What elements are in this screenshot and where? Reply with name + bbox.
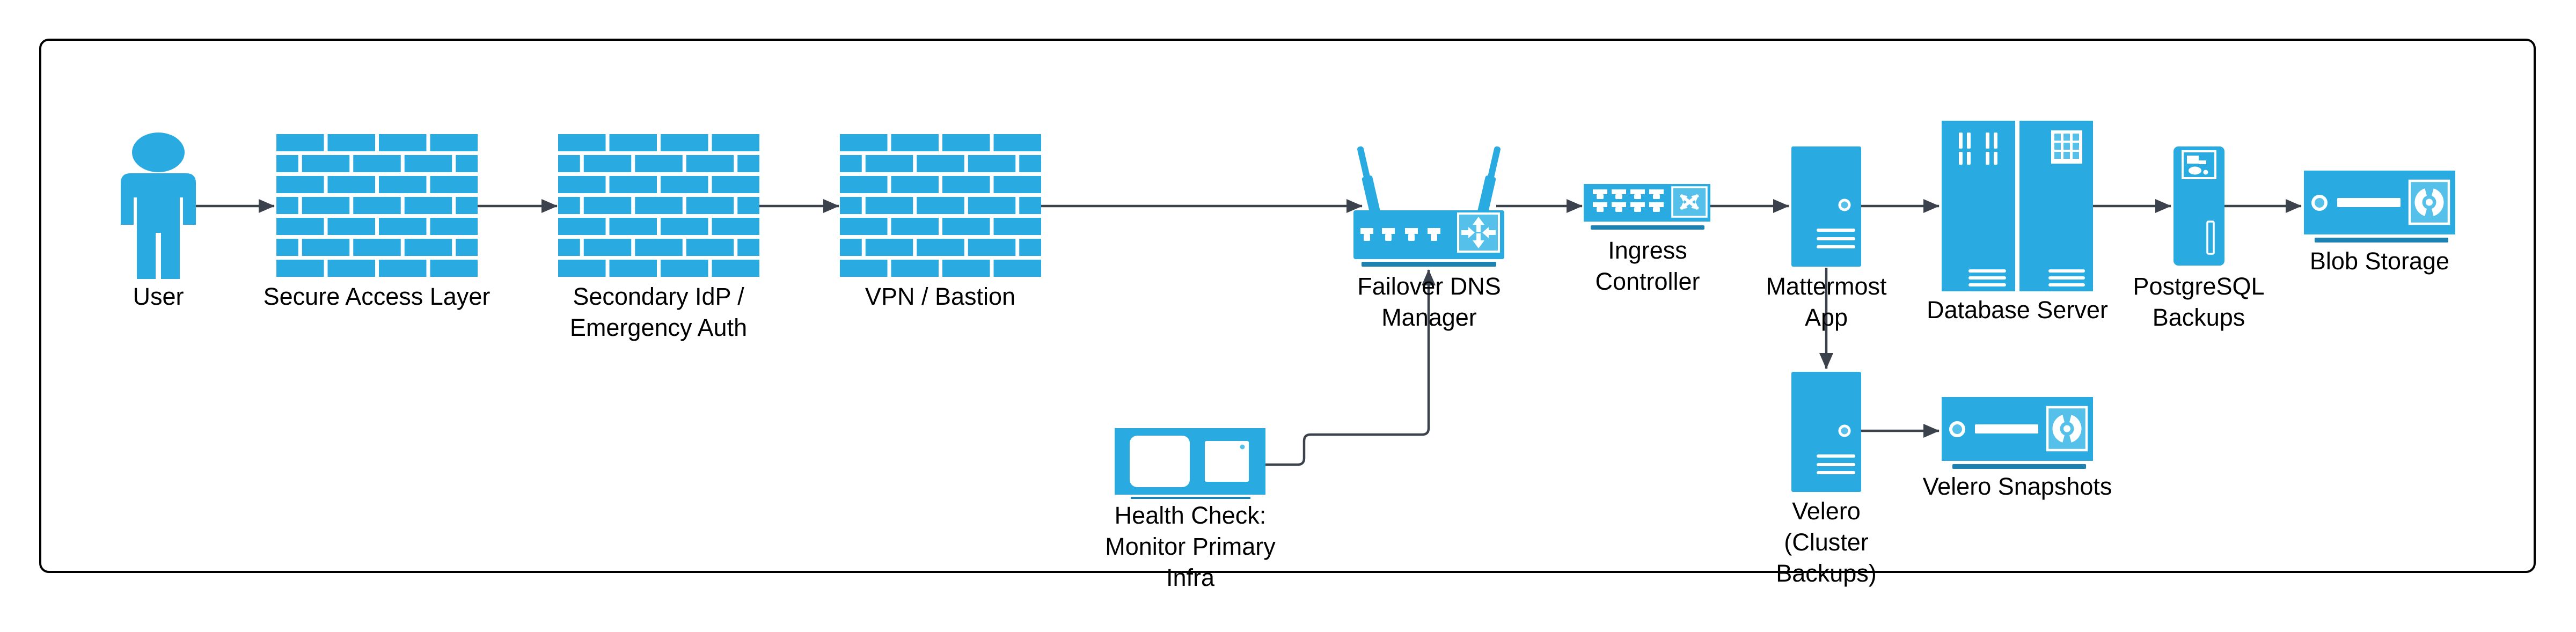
disk-emblem (2052, 414, 2082, 443)
rack-grid (2051, 130, 2082, 164)
label-line: Manager (1381, 304, 1477, 331)
node-velero-snapshots[interactable] (1942, 397, 2093, 473)
label-line: Failover DNS (1357, 273, 1501, 300)
node-vpn-bastion[interactable] (840, 134, 1041, 280)
firewall-icon (276, 134, 478, 277)
label-line: Health Check: (1114, 502, 1267, 529)
label-line: (Cluster (1784, 528, 1869, 556)
node-health-check-label: Health Check: Monitor Primary Infra (1105, 500, 1276, 593)
label-line: VPN / Bastion (865, 283, 1016, 310)
label-line: Ingress (1608, 237, 1687, 264)
label-line: PostgreSQL (2133, 273, 2265, 300)
rack-slots (1959, 133, 1997, 165)
router-ports (1360, 228, 1440, 241)
node-health-check[interactable] (1115, 428, 1265, 499)
node-secondary-idp[interactable] (558, 134, 759, 280)
label-line: Backups (2152, 304, 2245, 331)
wireless-router-icon (1353, 146, 1504, 267)
server-tower-icon (1791, 146, 1861, 267)
label-line: Infra (1166, 564, 1215, 591)
switch-ports (1593, 189, 1664, 212)
node-ingress-controller-label: Ingress Controller (1595, 235, 1700, 297)
node-database-server-label: Database Server (1927, 295, 2108, 326)
rack-vents (1968, 269, 2085, 286)
node-postgresql-backups-label: PostgreSQL Backups (2133, 271, 2264, 333)
firewall-icon (840, 134, 1041, 277)
diagram-border (39, 39, 2536, 573)
node-postgresql-backups[interactable] (2174, 146, 2224, 266)
node-velero-snapshots-label: Velero Snapshots (1923, 471, 2112, 502)
routing-arrows (1461, 217, 1496, 248)
node-ingress-controller[interactable] (1583, 182, 1712, 232)
label-line: App (1804, 304, 1848, 331)
node-secondary-idp-label: Secondary IdP / Emergency Auth (570, 281, 747, 343)
health-monitor-icon (1115, 428, 1265, 499)
label-line: Secondary IdP / (573, 283, 744, 310)
node-mattermost-app-label: Mattermost App (1766, 271, 1886, 333)
user-icon (121, 133, 196, 279)
label-line: Database Server (1927, 296, 2108, 324)
node-velero[interactable] (1791, 372, 1861, 493)
label-line: Velero Snapshots (1922, 473, 2112, 500)
backup-server-icon (2174, 146, 2224, 266)
label-line: Blob Storage (2309, 247, 2450, 275)
node-failover-dns-manager[interactable] (1352, 142, 1505, 268)
firewall-icon (558, 134, 759, 277)
node-database-server[interactable] (1942, 121, 2093, 291)
node-user[interactable] (119, 133, 200, 279)
node-velero-label: Velero (Cluster Backups) (1776, 496, 1877, 589)
node-secure-access-layer-label: Secure Access Layer (264, 281, 491, 312)
node-mattermost-app[interactable] (1791, 146, 1861, 267)
node-blob-storage[interactable] (2304, 171, 2455, 247)
label-line: Velero (1792, 497, 1861, 525)
disk-emblem (2414, 188, 2444, 217)
node-user-label: User (133, 281, 184, 312)
label-line: User (133, 283, 184, 310)
node-vpn-bastion-label: VPN / Bastion (865, 281, 1015, 312)
storage-appliance-icon (1942, 397, 2093, 469)
label-line: Secure Access Layer (263, 283, 491, 310)
server-rack-icon (1942, 121, 2093, 291)
node-blob-storage-label: Blob Storage (2310, 246, 2449, 277)
storage-appliance-icon (2304, 171, 2455, 242)
network-switch-icon (1584, 184, 1710, 230)
label-line: Controller (1595, 268, 1700, 295)
label-line: Emergency Auth (569, 314, 748, 341)
node-secure-access-layer[interactable] (276, 134, 478, 280)
label-line: Mattermost (1766, 273, 1887, 300)
label-line: Backups) (1776, 560, 1877, 587)
server-tower-icon (1791, 372, 1861, 492)
node-failover-dns-manager-label: Failover DNS Manager (1357, 271, 1501, 333)
switch-cross-arrows (1680, 194, 1699, 210)
label-line: Monitor Primary (1105, 533, 1276, 560)
